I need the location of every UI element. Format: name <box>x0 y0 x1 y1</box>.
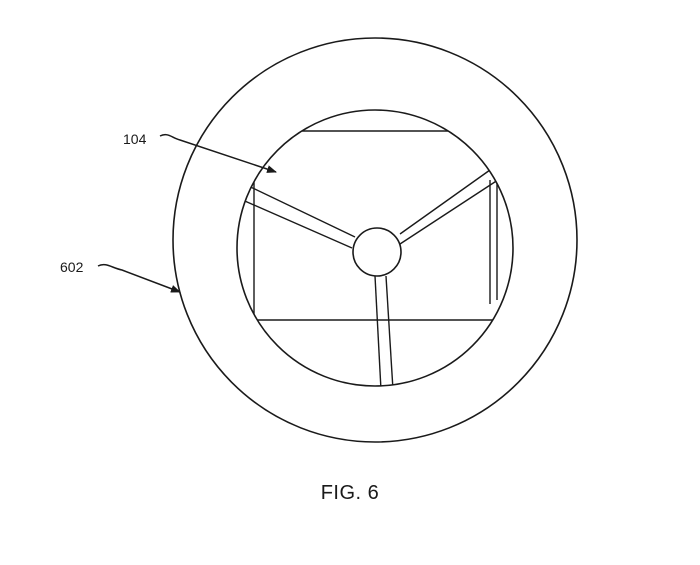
room-structure <box>237 130 513 386</box>
reference-label-602: 602 <box>60 259 84 275</box>
leader-602 <box>97 263 181 293</box>
spoke-upper-left-a <box>237 180 356 238</box>
spoke-upper-right-a <box>399 164 498 235</box>
leader-104 <box>159 133 277 173</box>
spoke-upper-right-b <box>399 175 505 245</box>
figure-caption: FIG. 6 <box>320 482 380 504</box>
spoke-bottom-b <box>385 275 394 386</box>
spoke-upper-left-b <box>237 197 353 249</box>
reference-label-104: 104 <box>123 131 147 147</box>
inner-circle <box>236 109 514 387</box>
outer-ring <box>172 37 578 443</box>
spoke-bottom-a <box>374 275 382 386</box>
center-hub <box>352 227 402 277</box>
